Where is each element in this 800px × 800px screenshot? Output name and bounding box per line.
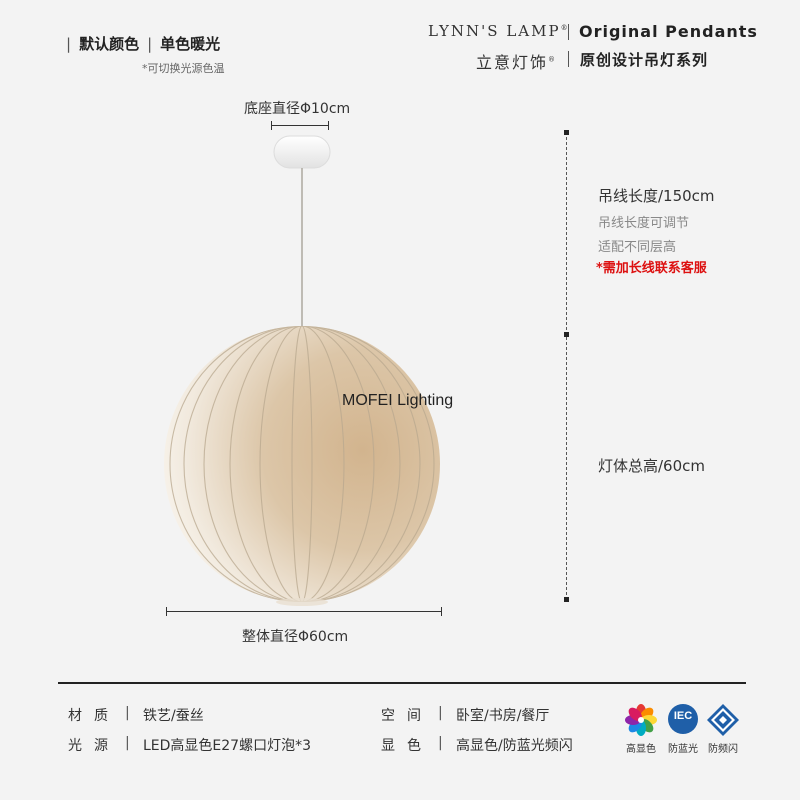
display-value: 高显色/防蓝光频闪 xyxy=(456,738,573,754)
series-title-cn: 原创设计吊灯系列 xyxy=(580,51,709,69)
ceiling-canopy xyxy=(273,135,331,169)
overall-dimension-line xyxy=(166,611,442,612)
brand-divider xyxy=(568,51,569,67)
color-wheel-icon xyxy=(625,704,657,736)
cable-fit-note: 适配不同层高 xyxy=(598,240,677,255)
overall-dimension-tick xyxy=(166,607,167,616)
default-color-label: 默认颜色 xyxy=(79,35,140,53)
dimension-dot xyxy=(564,332,569,337)
default-color-value: 单色暖光 xyxy=(160,35,221,53)
spec-divider-rule xyxy=(58,682,746,684)
brand-name-cn: 立意灯饰® xyxy=(476,53,556,72)
base-dimension-tick xyxy=(328,121,329,130)
badge-label: 防频闪 xyxy=(708,744,738,755)
dimension-dot xyxy=(564,597,569,602)
space-value: 卧室/书房/餐厅 xyxy=(456,708,550,724)
series-title-en: Original Pendants xyxy=(579,22,758,41)
display-label: 显色 xyxy=(381,738,433,754)
divider: | xyxy=(66,35,72,53)
shade-ribs xyxy=(169,326,435,602)
iec-icon-text: IEC xyxy=(673,710,693,722)
watermark-text: MOFEI Lighting xyxy=(342,392,454,409)
brand-name-en: LYNN'S LAMP® xyxy=(428,22,568,40)
badge-label: 高显色 xyxy=(626,744,656,755)
spec-separator: | xyxy=(125,705,130,721)
light-source-value: LED高显色E27螺口灯泡*3 xyxy=(143,738,311,754)
lamp-shade xyxy=(164,326,440,602)
cable-extend-note: *需加长线联系客服 xyxy=(596,261,707,276)
dimension-dot xyxy=(564,130,569,135)
spec-separator: | xyxy=(438,705,443,721)
iec-icon: IEC xyxy=(668,704,698,734)
spec-separator: | xyxy=(438,735,443,751)
spec-separator: | xyxy=(125,735,130,751)
color-note: *可切换光源色温 xyxy=(142,62,225,75)
default-color-row: | 默认颜色 | 单色暖光 xyxy=(58,33,220,54)
divider: | xyxy=(147,35,153,53)
material-label: 材质 xyxy=(68,708,120,724)
overall-diameter-label: 整体直径Φ60cm xyxy=(242,629,349,645)
badge-label: 防蓝光 xyxy=(668,744,698,755)
material-value: 铁艺/蚕丝 xyxy=(143,708,204,724)
space-label: 空间 xyxy=(381,708,433,724)
cable-adjustable-note: 吊线长度可调节 xyxy=(598,216,690,231)
base-diameter-label: 底座直径Φ10cm xyxy=(244,101,351,117)
base-dimension-tick xyxy=(271,121,272,130)
cable-length-label: 吊线长度/150cm xyxy=(598,187,715,205)
base-dimension-line xyxy=(271,125,329,126)
height-dimension-line xyxy=(566,132,567,600)
pendant-lamp-illustration xyxy=(164,135,440,606)
brand-divider xyxy=(568,24,569,40)
diamond-safety-icon xyxy=(707,704,739,736)
light-source-label: 光源 xyxy=(68,738,120,754)
overall-dimension-tick xyxy=(441,607,442,616)
total-height-label: 灯体总高/60cm xyxy=(598,457,705,475)
